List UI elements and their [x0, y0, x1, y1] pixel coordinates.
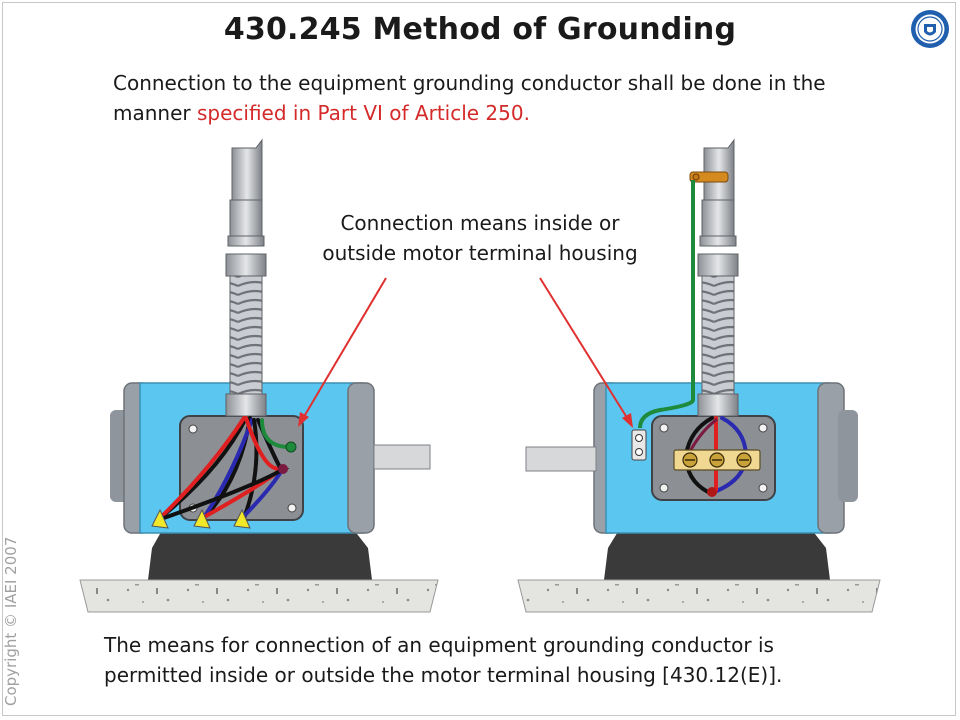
- left-terminal-junction: [278, 464, 288, 474]
- page-title: 430.245 Method of Grounding: [223, 12, 737, 47]
- left-motor-shaft: [373, 444, 431, 470]
- callout-line-1: Connection means inside or: [340, 211, 620, 235]
- right-flex-conduit: [701, 275, 735, 395]
- intro-highlight: specified in Part VI of Article 250.: [196, 101, 530, 125]
- footer-paragraph: The means for connection of an equipment…: [104, 630, 904, 690]
- right-concrete-slab: [517, 579, 881, 613]
- callout-arrow-right: [539, 277, 630, 422]
- right-ground-clamp: [689, 171, 729, 183]
- terminal-screw-icon: [682, 452, 752, 468]
- left-conduit-cut-end: [231, 138, 263, 201]
- right-conduit-cut-end: [703, 138, 735, 201]
- wire-lug-icon: [151, 508, 251, 529]
- callout-arrows: [298, 277, 633, 428]
- iaei-logo-icon: [911, 10, 949, 48]
- footer-line-1: The means for connection of an equipment…: [104, 633, 774, 657]
- callout-arrow-left: [301, 277, 387, 421]
- callout-label: Connection means inside or outside motor…: [300, 208, 660, 268]
- left-concrete-slab: [79, 579, 439, 613]
- right-motor-base: [604, 525, 830, 580]
- left-motor: [79, 138, 439, 613]
- footer-line-2: permitted inside or outside the motor te…: [104, 663, 783, 687]
- right-motor-shaft: [525, 446, 597, 472]
- left-conduit-fitting: [225, 253, 267, 277]
- right-conduit-fitting: [697, 253, 739, 277]
- intro-text: Connection to the equipment grounding co…: [113, 71, 826, 125]
- right-motor-end-cap: [838, 410, 858, 502]
- left-motor-base: [148, 525, 372, 580]
- intro-paragraph: Connection to the equipment grounding co…: [113, 68, 873, 128]
- right-ground-wire: [638, 180, 695, 429]
- left-flex-conduit: [229, 275, 263, 395]
- right-motor: [517, 138, 881, 613]
- left-ground-screw: [285, 441, 297, 453]
- callout-line-2: outside motor terminal housing: [322, 241, 638, 265]
